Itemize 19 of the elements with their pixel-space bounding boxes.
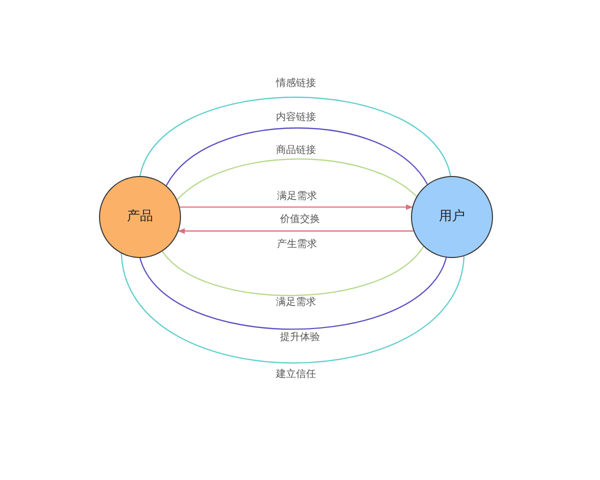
curved-connector [120,253,465,364]
node-label: 产品 [127,208,153,226]
arrow [178,228,414,234]
edge-label: 产生需求 [275,239,319,251]
edge-label: 内容链接 [274,112,318,124]
edge-label: 商品链接 [274,145,318,157]
curved-connector [176,158,417,200]
edge-label: 建立信任 [274,369,318,381]
curved-connector [166,127,428,186]
curved-connector [162,246,424,296]
node-label: 用户 [439,208,465,226]
edge-label: 提升体验 [278,332,322,344]
arrow [180,204,413,210]
text-label: 价值交换 [280,214,320,226]
curved-connector [139,96,452,176]
edge-label: 情感链接 [274,78,318,90]
curved-connector [139,257,447,330]
edge-label: 满足需求 [275,191,319,203]
edge-label: 满足需求 [274,297,318,309]
